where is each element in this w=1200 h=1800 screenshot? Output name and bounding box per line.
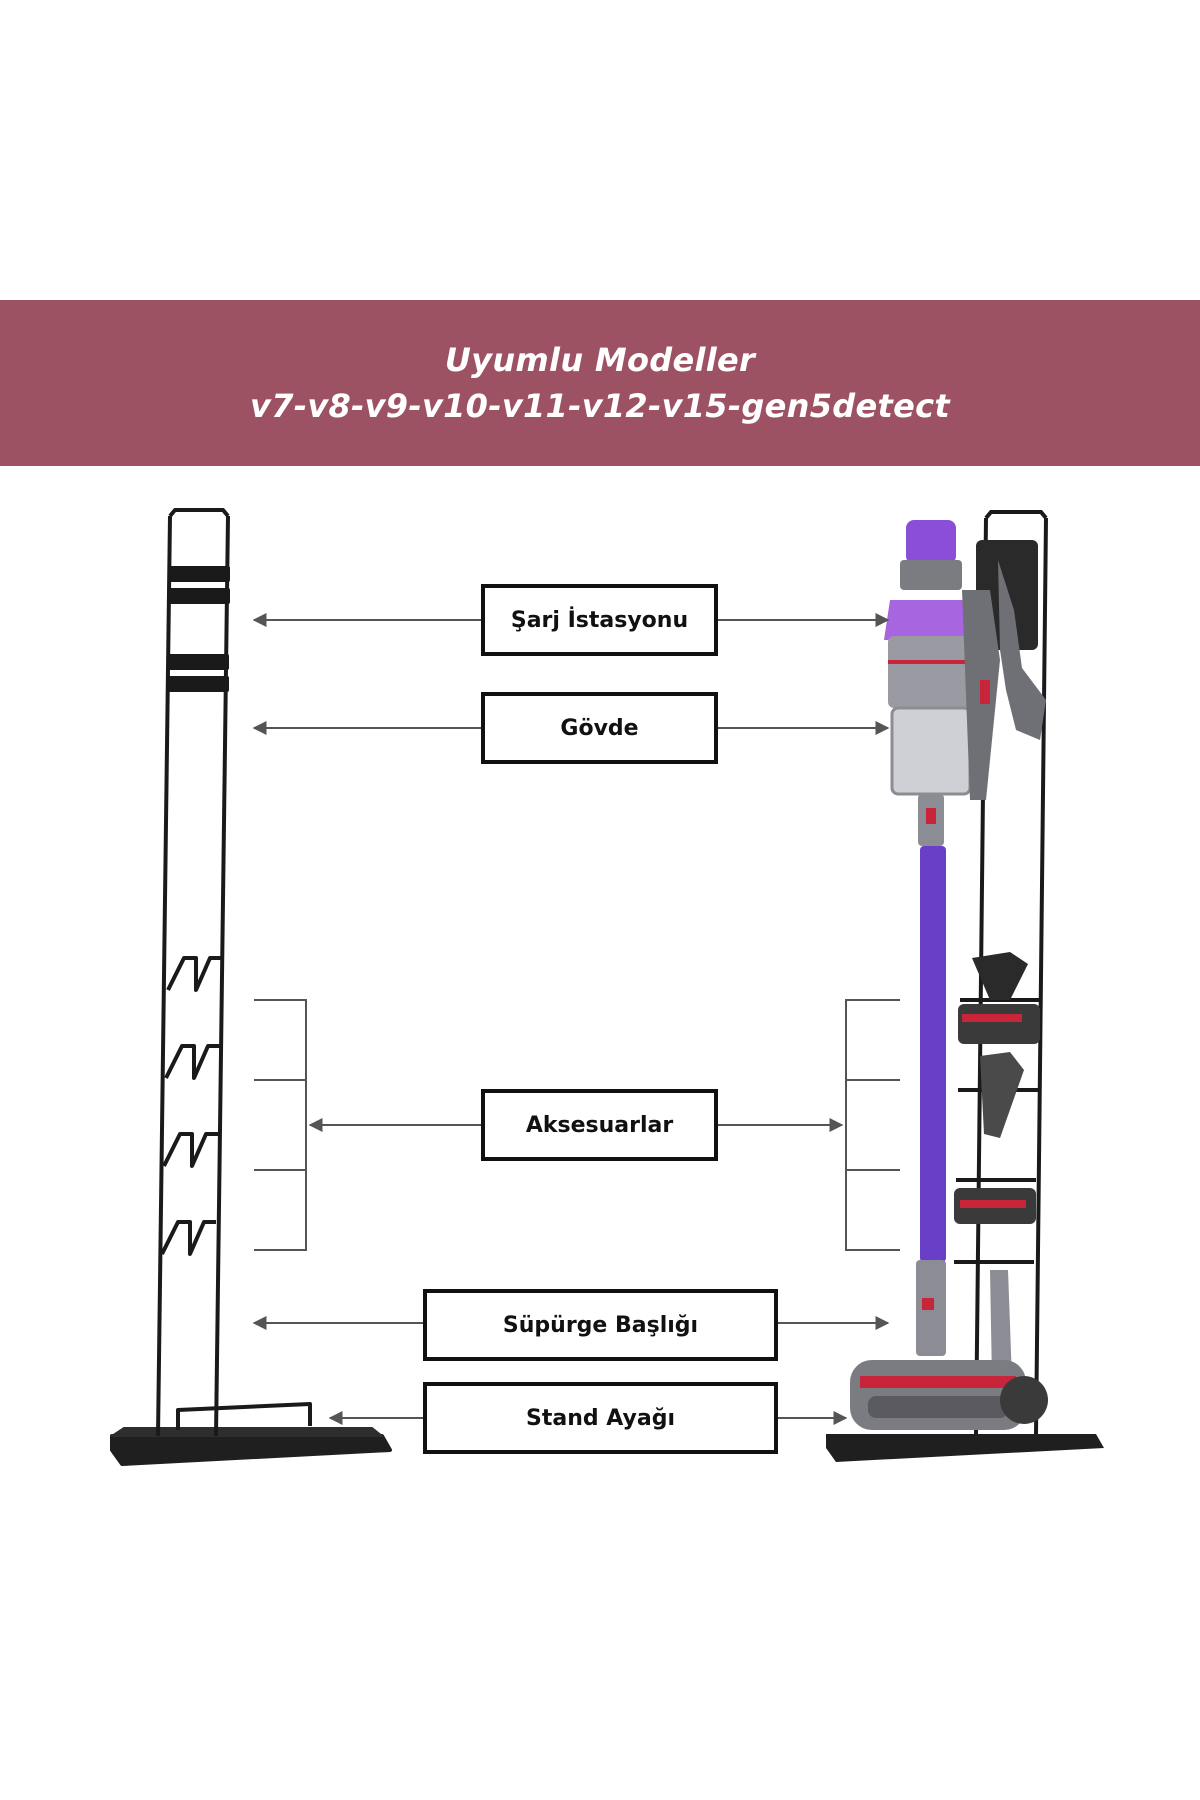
label-accessories-text: Aksesuarlar — [525, 1112, 674, 1138]
banner-title: Uyumlu Modeller — [444, 341, 756, 379]
label-stand-foot: Stand Ayağı — [423, 1382, 778, 1454]
label-stand-foot-text: Stand Ayağı — [526, 1405, 675, 1431]
vacuum-on-stand-icon — [826, 510, 1104, 1462]
empty-stand-icon — [110, 508, 392, 1466]
banner-models: v7-v8-v9-v10-v11-v12-v15-gen5detect — [250, 387, 950, 425]
label-charging-station-text: Şarj İstasyonu — [510, 607, 689, 633]
label-accessories: Aksesuarlar — [481, 1089, 718, 1161]
label-brush-head-text: Süpürge Başlığı — [502, 1312, 699, 1338]
label-brush-head: Süpürge Başlığı — [423, 1289, 778, 1361]
compatible-models-banner: Uyumlu Modeller v7-v8-v9-v10-v11-v12-v15… — [0, 300, 1200, 466]
label-body: Gövde — [481, 692, 718, 764]
label-body-text: Gövde — [560, 715, 639, 741]
connector-lines — [252, 613, 900, 1425]
label-charging-station: Şarj İstasyonu — [481, 584, 718, 656]
